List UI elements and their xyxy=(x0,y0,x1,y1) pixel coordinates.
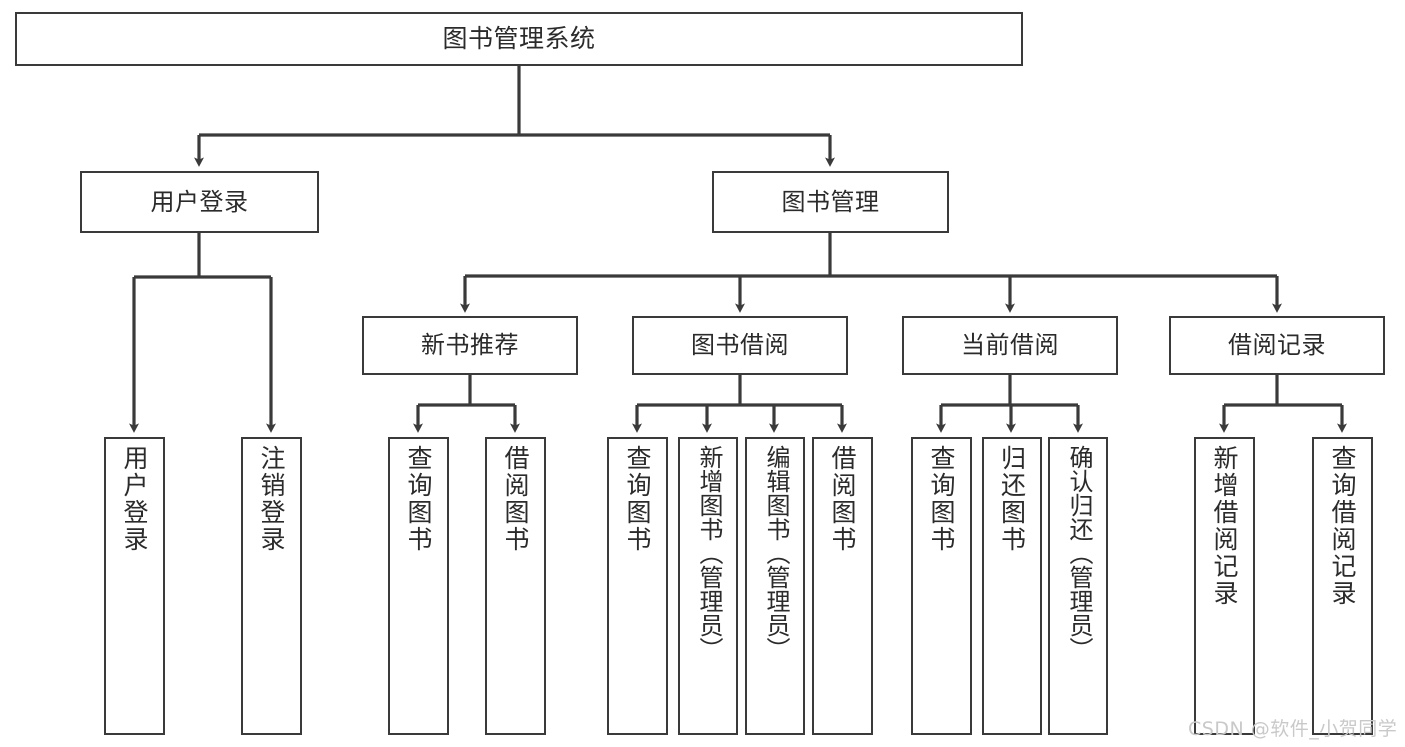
node-label: 用户登录 xyxy=(120,445,149,553)
node-label: 新书推荐 xyxy=(421,331,519,360)
node-label: 新增借阅记录 xyxy=(1210,445,1239,607)
node-label: 查询图书 xyxy=(404,445,433,553)
node-label: 用户登录 xyxy=(150,187,249,216)
node-leaf-query-book-borrow[interactable]: 查询图书 xyxy=(607,437,668,735)
node-label: 归还图书 xyxy=(997,445,1027,553)
node-new-book-recommend[interactable]: 新书推荐 xyxy=(362,316,578,375)
node-label: 当前借阅 xyxy=(961,331,1059,360)
node-label: 查询图书 xyxy=(927,445,956,553)
node-leaf-logout-login[interactable]: 注销登录 xyxy=(241,437,302,735)
node-leaf-add-borrow-record[interactable]: 新增借阅记录 xyxy=(1194,437,1255,735)
node-current-borrow[interactable]: 当前借阅 xyxy=(902,316,1118,375)
node-label: 借阅图书 xyxy=(828,445,857,553)
node-borrow-record[interactable]: 借阅记录 xyxy=(1169,316,1385,375)
node-leaf-confirm-return-admin[interactable]: 确认归还（管理员） xyxy=(1048,437,1108,735)
node-label: 借阅记录 xyxy=(1228,331,1326,360)
node-leaf-query-borrow-record[interactable]: 查询借阅记录 xyxy=(1312,437,1373,735)
node-leaf-query-book-recommend[interactable]: 查询图书 xyxy=(388,437,449,735)
node-root-book-management-system[interactable]: 图书管理系统 xyxy=(15,12,1023,66)
node-leaf-query-book-current[interactable]: 查询图书 xyxy=(911,437,972,735)
node-leaf-return-book[interactable]: 归还图书 xyxy=(982,437,1042,735)
node-label: 图书借阅 xyxy=(691,331,789,360)
node-book-management[interactable]: 图书管理 xyxy=(712,171,949,233)
node-label: 查询借阅记录 xyxy=(1328,445,1357,607)
node-leaf-borrow-book-recommend[interactable]: 借阅图书 xyxy=(485,437,546,735)
csdn-watermark: CSDN @软件_小贺同学 xyxy=(1188,718,1398,740)
node-leaf-borrow-book-borrow[interactable]: 借阅图书 xyxy=(812,437,873,735)
node-label: 借阅图书 xyxy=(501,445,530,553)
node-leaf-add-book-admin[interactable]: 新增图书（管理员） xyxy=(678,437,738,735)
node-label: 注销登录 xyxy=(257,445,286,553)
node-label: 编辑图书（管理员） xyxy=(761,445,790,661)
node-label: 图书管理 xyxy=(781,187,880,216)
node-leaf-edit-book-admin[interactable]: 编辑图书（管理员） xyxy=(745,437,805,735)
node-user-login[interactable]: 用户登录 xyxy=(80,171,319,233)
node-label: 查询图书 xyxy=(623,445,652,553)
node-book-borrow[interactable]: 图书借阅 xyxy=(632,316,848,375)
node-leaf-user-login[interactable]: 用户登录 xyxy=(104,437,165,735)
node-label: 图书管理系统 xyxy=(442,24,596,54)
node-label: 确认归还（管理员） xyxy=(1064,445,1093,661)
node-label: 新增图书（管理员） xyxy=(694,445,723,661)
